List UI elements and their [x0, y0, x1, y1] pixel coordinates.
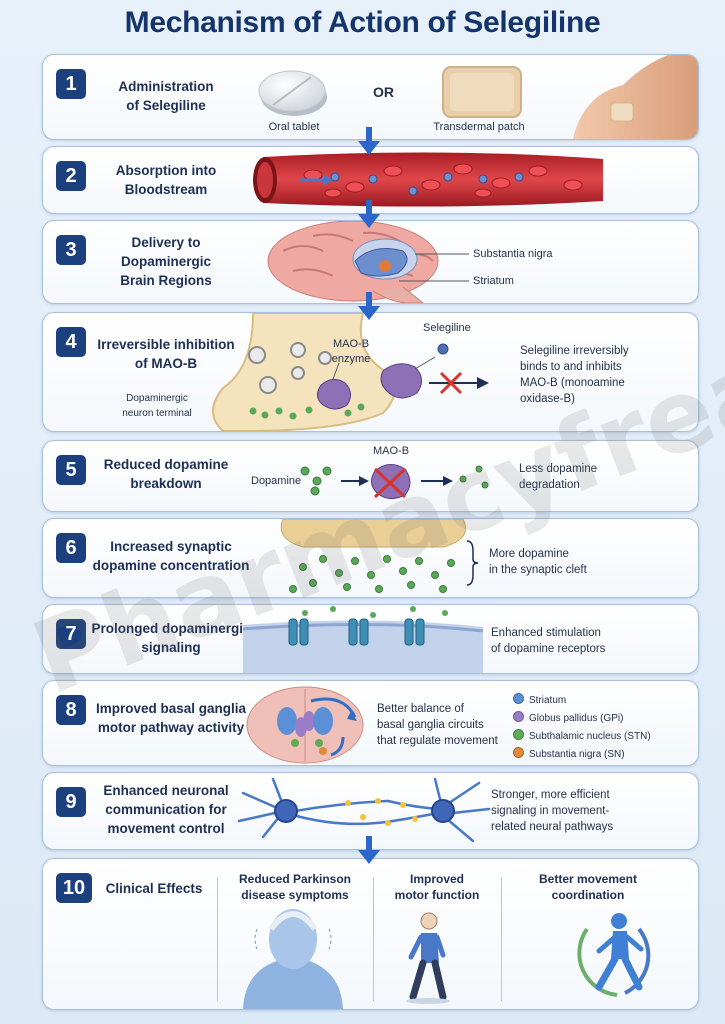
- transdermal-patch-label: Transdermal patch: [433, 121, 525, 133]
- brain-illustration: [267, 221, 469, 303]
- synaptic-cleft-illustration: [280, 519, 479, 593]
- effects-divider-2: [373, 877, 374, 1001]
- mao-b-label: MAO-B: [373, 445, 410, 457]
- step-number: 1: [56, 69, 86, 99]
- elderly-person-icon: [243, 909, 343, 1009]
- legend-dot: [513, 747, 524, 758]
- selegiline-label: Selegiline: [423, 322, 471, 334]
- step-title: Clinical Effects: [105, 881, 203, 896]
- basal-ganglia-illustration: [246, 686, 364, 764]
- step-number: 3: [56, 235, 86, 265]
- walking-man-icon: [406, 912, 450, 1004]
- step-number: 4: [56, 327, 86, 357]
- legend-striatum: Striatum: [513, 693, 566, 707]
- legend-globus-pallidus: Globus pallidus (GPi): [513, 711, 623, 725]
- transdermal-patch-icon: [442, 66, 522, 118]
- administration-illustration: [258, 55, 698, 139]
- effects-divider-3: [501, 877, 502, 1001]
- dopamine-receptors-illustration: [242, 606, 484, 673]
- dopamine-breakdown-illustration: [300, 464, 489, 499]
- dopamine-label: Dopamine: [251, 475, 302, 487]
- oral-tablet-label: Oral tablet: [268, 121, 320, 133]
- step-number: 10: [56, 873, 92, 903]
- legend-subthalamic-nucleus: Subthalamic nucleus (STN): [513, 729, 651, 743]
- step-number: 8: [56, 695, 86, 725]
- step-number: 7: [56, 619, 86, 649]
- flow-arrow-1: [358, 127, 380, 155]
- legend-substantia-nigra: Substantia nigra (SN): [513, 747, 625, 761]
- flow-arrow-3: [358, 292, 380, 320]
- step-number: 2: [56, 161, 86, 191]
- flow-arrow-2: [358, 200, 380, 228]
- shoulder-with-patch-icon: [573, 55, 698, 139]
- neural-network-illustration: [237, 777, 491, 843]
- flow-arrow-4: [358, 836, 380, 864]
- step-number: 9: [56, 787, 86, 817]
- legend-dot: [513, 729, 524, 740]
- or-label: OR: [373, 84, 394, 100]
- oral-tablet-icon: [258, 70, 327, 116]
- step-number: 5: [56, 455, 86, 485]
- substantia-nigra-label: Substantia nigra: [473, 248, 553, 260]
- step-number: 6: [56, 533, 86, 563]
- legend-dot: [513, 693, 524, 704]
- coordination-icon: [577, 913, 651, 997]
- neuron-terminal-illustration: [212, 313, 489, 431]
- clinical-effects-illustration: [243, 909, 651, 1009]
- effects-divider-1: [217, 877, 218, 1001]
- page-title: Mechanism of Action of Selegiline: [124, 6, 601, 39]
- legend-dot: [513, 711, 524, 722]
- blood-vessel-illustration: [253, 152, 603, 207]
- striatum-label: Striatum: [473, 275, 514, 287]
